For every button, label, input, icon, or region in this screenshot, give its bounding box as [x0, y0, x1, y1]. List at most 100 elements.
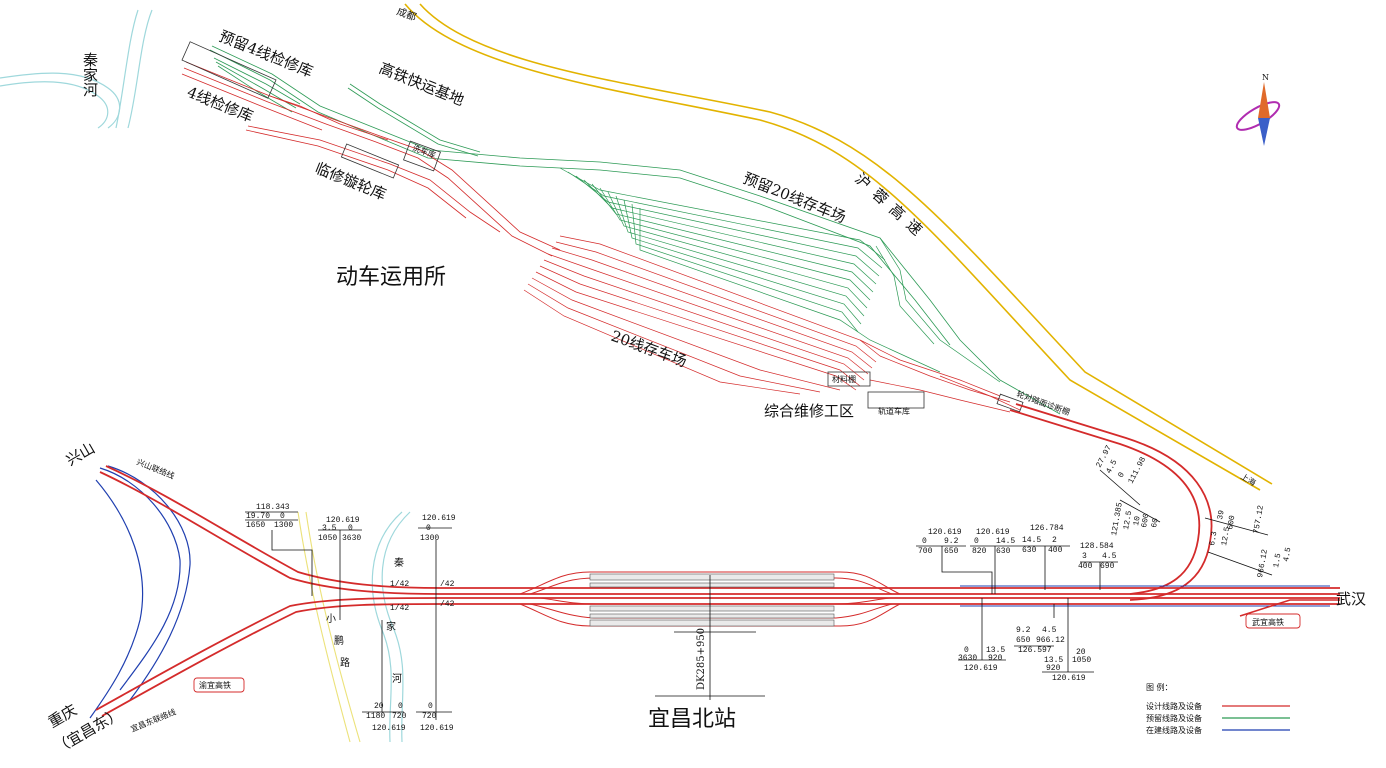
gp-rot-right-4: 12.5: [1220, 526, 1232, 547]
gp-top2-r1: 0: [426, 524, 431, 533]
label-wu-yi-hsr: 武宜高铁: [1252, 617, 1284, 627]
gp-top3-r2a: 700: [918, 547, 933, 556]
station-platforms: [589, 573, 835, 700]
label-track-car-shed: 轨道车库: [878, 406, 910, 416]
gp-top6-r1b: 4.5: [1102, 552, 1117, 561]
label-chengdu: 成都: [395, 6, 418, 24]
gp-slope-3: /42: [440, 600, 455, 609]
label-reserved-4-line-shed: 预留4线检修库: [217, 27, 316, 81]
gp-top1-elev: 120.619: [326, 516, 360, 525]
legend-item-reserved: 预留线路及设备: [1146, 713, 1202, 723]
gp-rot-right-5: 966.12: [1256, 548, 1270, 578]
track-car-shed-outline: [867, 391, 925, 409]
gp-slope-1: 1/42: [390, 604, 409, 613]
gp-top0-r1b: 0: [280, 512, 285, 521]
svg-text:N: N: [1262, 73, 1269, 82]
gp-rot-mid-4: 60: [1150, 517, 1161, 528]
gp-bot3-r2a: 920: [1046, 664, 1061, 673]
gp-top0-r2a: 1650: [246, 521, 265, 530]
gp-top0-r1a: 19.70: [246, 512, 270, 521]
gp-bot0-elev-a: 120.619: [372, 724, 406, 733]
yu-yi-hsr-tag: [193, 677, 245, 693]
label-road-lu: 路: [340, 656, 350, 669]
gp-bot2-r1a: 9.2: [1016, 626, 1031, 635]
label-yu-yi-hsr: 渝宜高铁: [199, 680, 231, 690]
gp-bot0-r2a: 1180: [366, 712, 385, 721]
station-tracks: [440, 571, 1340, 627]
gp-rot-mid-2: 10: [1132, 515, 1143, 526]
line-tags: [193, 613, 1301, 693]
gp-bot0-elev-b: 120.619: [420, 724, 454, 733]
yard-20-line-storage: [523, 235, 1021, 413]
label-xingshan-link: 兴山联络线: [135, 457, 176, 481]
label-wuhan: 武汉: [1336, 590, 1366, 608]
gp-top4-r2b: 630: [996, 547, 1011, 556]
gp-top6-elev: 128.584: [1080, 542, 1114, 551]
main-lines-east: [960, 585, 1340, 617]
legend: [1222, 705, 1290, 731]
gp-rot-right-3: 6.3: [1208, 531, 1219, 547]
legend-item-designed: 设计线路及设备: [1146, 701, 1202, 711]
gp-top3-elev: 120.619: [928, 528, 962, 537]
up-line-to-shanghai-loop: [1009, 403, 1213, 601]
grade-profile-text: 118.343 19.70 0 1650 1300 120.619 3.5 0 …: [246, 444, 1293, 733]
gp-bot1-elev: 120.619: [964, 664, 998, 673]
designed-lines-red-depot: [181, 61, 561, 257]
gp-top5-r2a: 630: [1022, 546, 1037, 555]
xingshan-link-line: [89, 465, 191, 719]
label-chongqing: 重庆: [45, 701, 80, 732]
gp-bot1-r2a: 3630: [958, 654, 977, 663]
wu-yi-hsr-tag: [1245, 613, 1301, 629]
gp-top5-r2b: 400: [1048, 546, 1063, 555]
gp-bot3-r1a: 13.5: [1044, 656, 1063, 665]
gp-slope-0: 1/42: [390, 580, 409, 589]
gp-bot0-r2c: 720: [422, 712, 437, 721]
legend-item-under-construction: 在建线路及设备: [1146, 725, 1202, 735]
gp-top6-r2b: 690: [1100, 562, 1115, 571]
label-yichang-east-link: 宜昌东联络线: [129, 707, 177, 734]
gp-top6-r2a: 400: [1078, 562, 1093, 571]
gp-bot1-r1b: 13.5: [986, 646, 1005, 655]
legend-title: 图 例：: [1146, 682, 1173, 692]
main-lines-west: [95, 465, 441, 717]
label-integrated-maintenance: 综合维修工区: [764, 402, 854, 420]
shed-4-line-outline: [181, 41, 277, 99]
gp-rot-right-2: 757.12: [1252, 504, 1266, 534]
reserved-20-line-storage-yard: [559, 167, 1001, 383]
gp-rot-mid-1: 12.5: [1122, 510, 1134, 531]
label-road-peng: 鹏: [334, 634, 344, 647]
gp-top0-r2b: 1300: [274, 521, 293, 530]
river-qinjia-upper: [0, 9, 153, 129]
hu-rong-expressway: [404, 3, 1273, 491]
gp-bot3-r2b: 1050: [1072, 656, 1091, 665]
label-river-qin: 秦: [394, 556, 404, 569]
gp-top6-r1a: 3: [1082, 552, 1087, 561]
gp-rot-top-3: 111.98: [1127, 456, 1149, 486]
gp-top0-elev: 118.343: [256, 503, 290, 512]
gp-bot3-elev: 120.619: [1052, 674, 1086, 683]
gp-top3-r1b: 9.2: [944, 537, 959, 546]
label-hu-rong-hsr: 沪蓉高速: [851, 170, 931, 245]
label-material-shed: 材料棚: [832, 374, 856, 384]
gp-rot-right-7: 4.5: [1282, 547, 1293, 563]
gp-top1-r1b: 0: [348, 524, 353, 533]
diagram-labels: 成都 秦家河 预留4线检修库 4线检修库 高铁快运基地 洗车库 临修镟轮库 预留…: [45, 6, 1366, 758]
gp-top5-r1a: 14.5: [1022, 536, 1041, 545]
label-chainage: DK285+950: [696, 628, 707, 690]
label-hsr-express-base: 高铁快运基地: [377, 59, 467, 109]
label-road-xiao: 小: [326, 613, 336, 625]
lathe-shed-outline: [340, 143, 400, 179]
gp-rot-right-1: 600: [1226, 515, 1237, 531]
gp-top4-r1b: 14.5: [996, 537, 1015, 546]
gp-top2-r2: 1300: [420, 534, 439, 543]
gp-top3-r1a: 0: [922, 537, 927, 546]
gp-top4-r2a: 820: [972, 547, 987, 556]
gp-bot0-r1c: 0: [428, 702, 433, 711]
compass-icon: N: [1235, 73, 1281, 146]
gp-bot0-r1a: 20: [374, 702, 384, 711]
gp-top1-r2b: 3630: [342, 534, 361, 543]
gp-bot2-r2b: 966.12: [1036, 636, 1065, 645]
gp-bot2-r1b: 4.5: [1042, 626, 1057, 635]
wash-shed-outline: [403, 140, 441, 172]
